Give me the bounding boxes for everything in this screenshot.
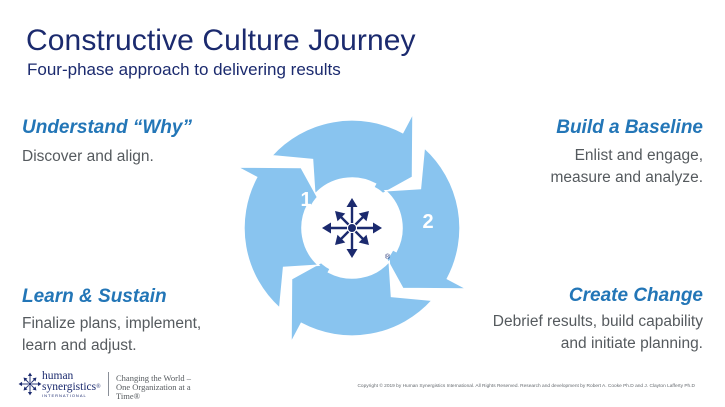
phase-3-description: Debrief results, build capability and in… bbox=[493, 311, 703, 355]
phase-1-arrow bbox=[270, 112, 414, 206]
footer-tagline: Changing the World – One Organization at… bbox=[116, 373, 191, 401]
phase-3-title: Create Change bbox=[568, 285, 703, 306]
phase-1-description-line: Discover and align. bbox=[22, 148, 154, 165]
cycle-diagram: ® 1 2 3 4 bbox=[236, 112, 468, 358]
phase-3-arrow bbox=[290, 250, 434, 344]
phase-4-description-line: Finalize plans, implement, bbox=[22, 315, 202, 332]
page-title: Constructive Culture Journey bbox=[26, 24, 416, 57]
phase-4-title: Learn & Sustain bbox=[22, 286, 167, 307]
phase-4-description: Finalize plans, implement, learn and adj… bbox=[22, 313, 201, 357]
compass-star-icon: ® bbox=[305, 181, 399, 275]
phase-1-title: Understand “Why” bbox=[22, 117, 192, 138]
phase-2-title: Build a Baseline bbox=[556, 117, 703, 138]
logo-line-synergistics: synergistics® bbox=[42, 381, 101, 393]
logo-wordmark: human synergistics® bbox=[42, 370, 101, 393]
phase-4-number: 4 bbox=[280, 314, 292, 336]
phase-4-description-line: learn and adjust. bbox=[22, 337, 137, 354]
cycle-arrows bbox=[236, 112, 468, 344]
phase-4-arrow bbox=[236, 166, 330, 310]
phase-3-description-line: and initiate planning. bbox=[560, 335, 703, 352]
phase-2-description-line: measure and analyze. bbox=[550, 169, 703, 186]
phase-2-number: 2 bbox=[422, 211, 433, 233]
logo-line-human: human bbox=[42, 370, 74, 382]
page-subtitle: Four-phase approach to delivering result… bbox=[27, 60, 341, 79]
footer-copyright: Copyright © 2019 by Human Synergistics I… bbox=[357, 384, 695, 389]
footer-divider bbox=[108, 372, 109, 396]
logo-subline: INTERNATIONAL bbox=[42, 393, 87, 398]
phase-1-number: 1 bbox=[300, 189, 311, 211]
human-synergistics-logo bbox=[18, 372, 42, 396]
phase-1-description: Discover and align. bbox=[22, 146, 154, 168]
registered-mark: ® bbox=[385, 253, 391, 261]
phase-2-description: Enlist and engage, measure and analyze. bbox=[550, 145, 703, 189]
phase-2-description-line: Enlist and engage, bbox=[574, 147, 703, 164]
phase-3-description-line: Debrief results, build capability bbox=[492, 313, 703, 330]
phase-3-number: 3 bbox=[394, 336, 405, 358]
phase-2-arrow bbox=[374, 146, 468, 290]
